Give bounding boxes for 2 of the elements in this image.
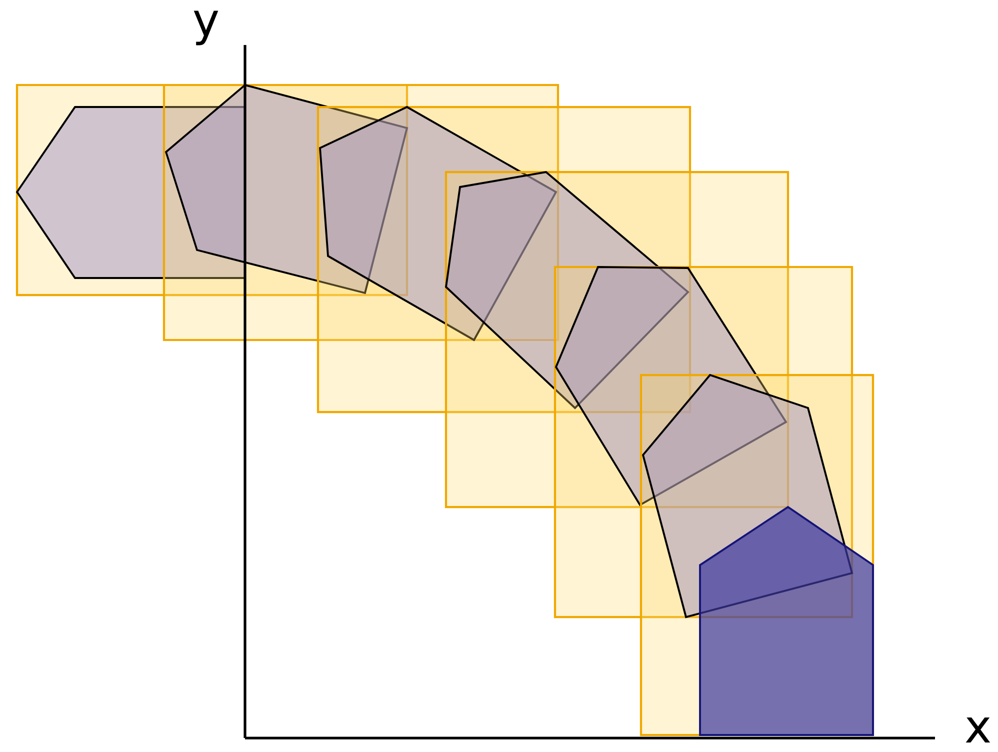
- axis-label: x: [966, 718, 990, 742]
- axis-label: y: [194, 10, 218, 46]
